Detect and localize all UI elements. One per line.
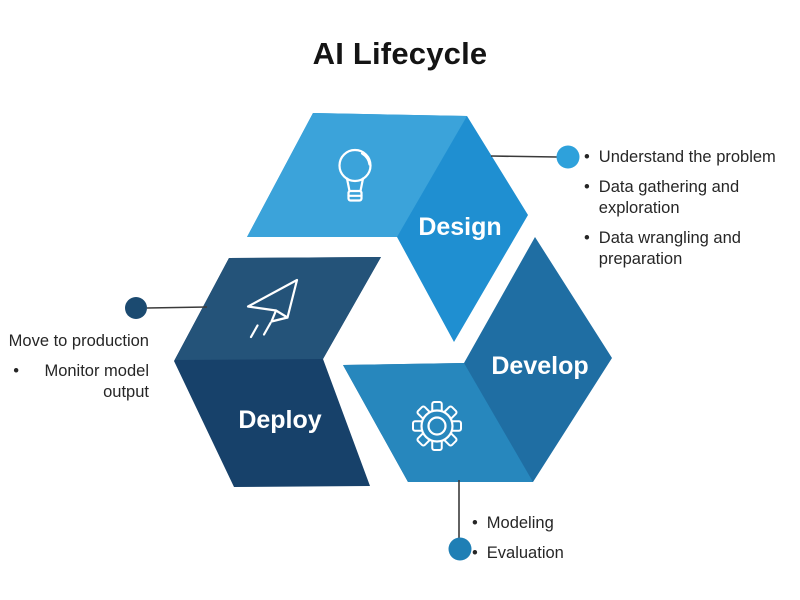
list-item: Data wrangling and preparation (584, 228, 796, 270)
deploy-notes: Move to production Monitor model output (0, 331, 149, 412)
list-item-text: Data wrangling and preparation (598, 228, 741, 268)
list-item-text: Data gathering and exploration (598, 177, 740, 217)
paper-plane-icon (246, 278, 299, 339)
list-item-text: Monitor model output (44, 361, 149, 401)
list-item: Move to production (0, 331, 149, 352)
list-item: Data gathering and exploration (584, 177, 796, 219)
deploy-connector-dot (125, 297, 147, 319)
stage-label-design: Design (418, 213, 502, 241)
develop-connector-dot (448, 537, 472, 561)
list-item: Evaluation (472, 543, 632, 564)
list-item-text: Understand the problem (598, 148, 776, 166)
list-item-text: Evaluation (486, 543, 564, 562)
list-item: Modeling (472, 513, 632, 534)
design-connector-line (490, 155, 558, 158)
design-shape-light-face (247, 113, 467, 237)
stage-label-deploy: Deploy (238, 406, 322, 434)
list-item-text: Modeling (486, 514, 554, 532)
design-connector-dot (556, 145, 580, 169)
gear-icon (412, 401, 462, 451)
deploy-connector-line (146, 306, 208, 309)
list-item-text: Move to production (8, 332, 149, 350)
list-item: Monitor model output (0, 361, 149, 403)
page-title: AI Lifecycle (312, 36, 488, 71)
deploy-shape-light-face (175, 257, 381, 360)
design-notes: Understand the problem Data gathering an… (584, 147, 796, 279)
develop-notes: Modeling Evaluation (472, 513, 632, 573)
lightbulb-icon (338, 148, 372, 202)
stage-label-develop: Develop (491, 352, 589, 380)
list-item: Understand the problem (584, 147, 796, 168)
